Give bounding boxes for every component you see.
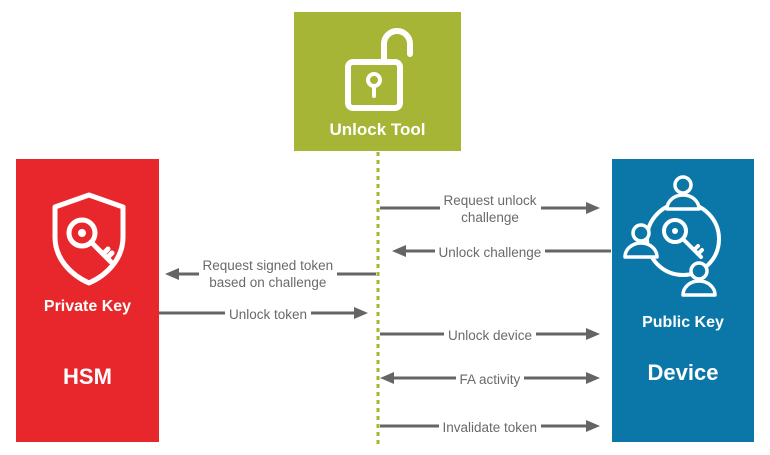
private-key-label: Private Key [43,298,132,315]
flow-label-line: Unlock token [229,307,308,322]
arrowhead [586,372,600,384]
unlocked-padlock-icon [345,28,413,111]
flow-label-line: challenge [461,210,519,225]
hsm-box: Private Key HSM [16,159,159,442]
flow-label-2: Unlock challenge [434,244,546,261]
flow-label-7: Invalidate token [438,419,542,436]
arrowhead [586,328,600,340]
flow-label-line: Unlock challenge [438,245,542,260]
hsm-title: HSM [63,364,112,389]
flow-label-1: Request unlock challenge [439,192,541,226]
public-key-label: Public Key [642,314,724,331]
shield-key-icon [52,192,126,286]
flow-label-line: based on challenge [209,275,327,290]
unlock-tool-title: Unlock Tool [329,120,426,139]
flow-label-line: Request signed token [202,258,334,273]
flow-label-4: Unlock token [225,306,312,323]
unlock-tool-box: Unlock Tool [294,12,461,151]
arrowhead [380,372,394,384]
flow-label-line: Request unlock [443,193,537,208]
device-box: Public Key Device [612,159,754,442]
flow-label-5: Unlock device [444,327,537,344]
flow-label-line: Invalidate token [442,420,538,435]
arrowhead [392,245,406,257]
arrowhead [165,268,179,280]
flow-label-line: FA activity [459,372,521,387]
arrowhead [586,420,600,432]
flow-label-6: FA activity [455,371,525,388]
arrowhead [354,307,368,319]
flow-label-line: Unlock device [448,328,533,343]
device-title: Device [647,360,719,385]
arrowhead [586,202,600,214]
key-with-users-icon [623,175,721,297]
flow-label-3: Request signed token based on challenge [198,257,338,291]
